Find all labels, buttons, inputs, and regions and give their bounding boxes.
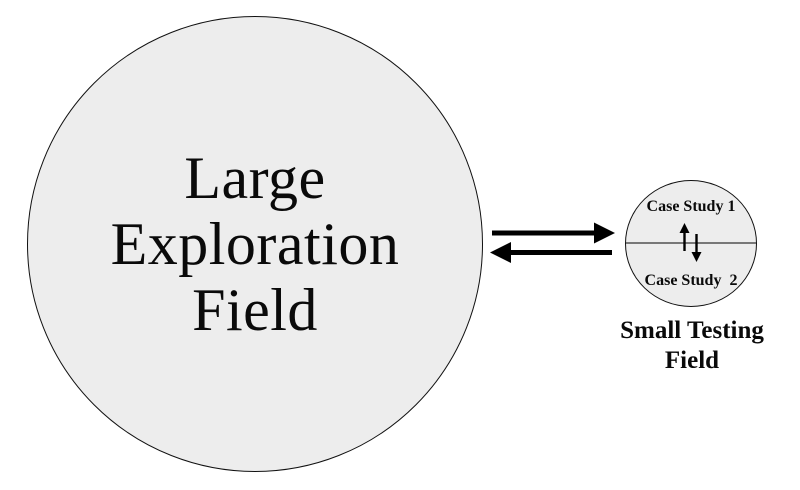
large-exploration-field-circle: Large Exploration Field (27, 16, 483, 472)
small-circle-caption-line-2: Field (664, 347, 720, 374)
small-circle-caption: Small Testing Field (606, 316, 778, 376)
case-study-1-label: Case Study 1 (646, 198, 736, 215)
large-circle-label-line-2: Exploration (110, 211, 400, 277)
right-arrow-icon (492, 222, 615, 244)
case-study-2-label: Case Study 2 (644, 272, 738, 289)
large-circle-label: Large Exploration Field (111, 145, 400, 343)
large-circle-label-line-3: Field (192, 277, 318, 343)
left-arrow-icon (490, 242, 612, 263)
small-circle-caption-line-1: Small Testing (620, 317, 764, 344)
large-circle-label-line-1: Large (184, 145, 326, 211)
